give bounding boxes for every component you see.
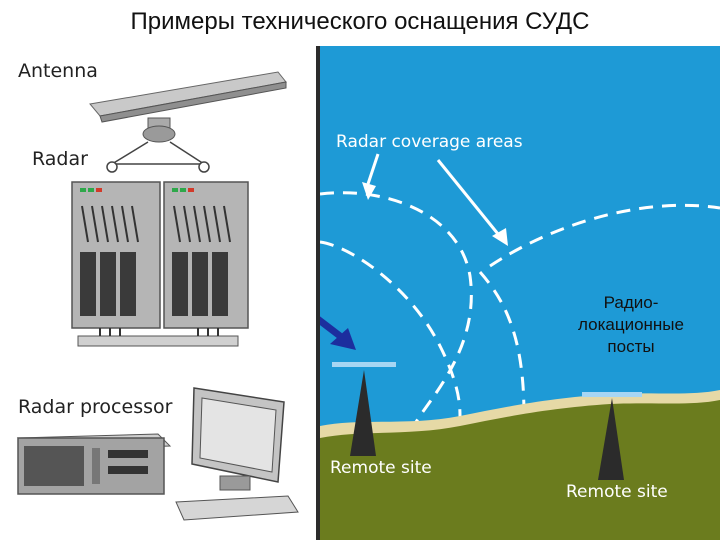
- radio-posts-line1: Радио-: [603, 293, 659, 312]
- remote-site-label-1: Remote site: [330, 458, 432, 478]
- radio-posts-line2: локационные: [578, 315, 684, 334]
- radar-processor-icon: [16, 433, 172, 495]
- coverage-diagram: Radar coverage areas Радио- локационные …: [320, 46, 720, 540]
- blue-pointer-arrow: [320, 316, 356, 350]
- coverage-areas-label: Radar coverage areas: [336, 132, 523, 152]
- remote-site-label-2: Remote site: [566, 482, 668, 502]
- coverage-arc-2: [489, 203, 720, 268]
- equipment-panel: Antenna Radar Radar processor: [8, 46, 318, 540]
- antenna-icon: [89, 71, 287, 173]
- land-area: [320, 400, 720, 540]
- radar-label: Radar: [32, 148, 88, 170]
- radar-cabinet-icon: [71, 181, 249, 347]
- coverage-pointer-arrows: [362, 153, 508, 246]
- radio-posts-label: Радио- локационные посты: [546, 292, 716, 358]
- remote-site-tower-1: [332, 362, 396, 456]
- radio-posts-line3: посты: [607, 337, 655, 356]
- panel-divider: [316, 46, 320, 540]
- slide-title: Примеры технического оснащения СУДС: [130, 8, 590, 35]
- radar-processor-label: Radar processor: [18, 396, 173, 418]
- remote-site-tower-2: [582, 392, 642, 480]
- coverage-arc-1: [320, 191, 473, 423]
- antenna-label: Antenna: [18, 60, 98, 82]
- coverage-arc-1-inner: [320, 240, 462, 419]
- monitor-icon: [175, 387, 299, 521]
